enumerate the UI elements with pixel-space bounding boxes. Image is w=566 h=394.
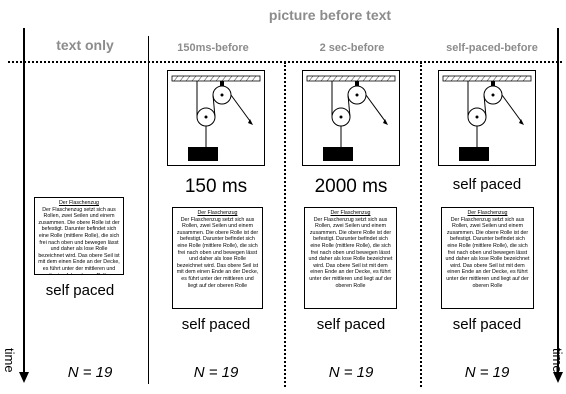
pulley-icon <box>306 75 396 161</box>
time-axis-right <box>553 28 563 383</box>
picture-label-2sec: 2000 ms <box>314 176 388 197</box>
text-panel-text-only: Der Flaschenzug Der Flaschenzug setzt si… <box>34 197 124 275</box>
text-panel-body: Der Flaschenzug setzt sich aus Rollen, z… <box>38 206 120 274</box>
pulley-icon <box>442 75 532 161</box>
header-150ms-before: 150ms-before <box>177 42 249 54</box>
text-panel-title: Der Flaschenzug <box>197 210 238 216</box>
header-picture-before-text: picture before text <box>268 7 392 23</box>
text-label-150ms: self paced <box>181 316 251 333</box>
time-label-right: time <box>550 348 565 373</box>
picture-label-150ms: 150 ms <box>184 176 248 197</box>
picture-panel-150ms <box>167 70 265 166</box>
text-panel-body: Der Flaschenzug setzt sich aus Rollen, z… <box>176 216 259 289</box>
pulley-icon <box>171 75 261 161</box>
text-panel-self-paced: Der Flaschenzug Der Flaschenzug setzt si… <box>441 207 534 309</box>
header-text-only: text only <box>56 37 114 53</box>
text-label-self-paced: self paced <box>452 316 522 333</box>
text-panel-2sec: Der Flaschenzug Der Flaschenzug setzt si… <box>304 207 397 309</box>
n-label-2sec: N = 19 <box>328 364 374 381</box>
n-label-150ms: N = 19 <box>193 364 239 381</box>
time-axis-left <box>19 28 29 383</box>
text-panel-title: Der Flaschenzug <box>467 210 508 216</box>
header-self-paced-before: self-paced-before <box>446 42 538 54</box>
text-panel-title: Der Flaschenzug <box>330 210 371 216</box>
header-2sec-before: 2 sec-before <box>319 42 385 54</box>
n-label-self-paced: N = 19 <box>464 364 510 381</box>
picture-panel-2sec <box>302 70 400 166</box>
time-label-left: time <box>2 348 17 373</box>
text-panel-body: Der Flaschenzug setzt sich aus Rollen, z… <box>445 216 530 289</box>
separator-2sec-selfpaced <box>420 62 422 387</box>
separator-150ms-2sec <box>284 62 286 387</box>
text-label-2sec: self paced <box>316 316 386 333</box>
picture-panel-self-paced <box>438 70 536 166</box>
separator-text-only <box>148 36 149 384</box>
text-panel-title: Der Flaschenzug <box>58 200 100 206</box>
text-label-text-only: self paced <box>45 282 115 299</box>
text-panel-body: Der Flaschenzug setzt sich aus Rollen, z… <box>308 216 393 289</box>
picture-label-self-paced: self paced <box>452 176 522 193</box>
n-label-text-only: N = 19 <box>67 364 113 381</box>
text-panel-150ms: Der Flaschenzug Der Flaschenzug setzt si… <box>172 207 263 309</box>
